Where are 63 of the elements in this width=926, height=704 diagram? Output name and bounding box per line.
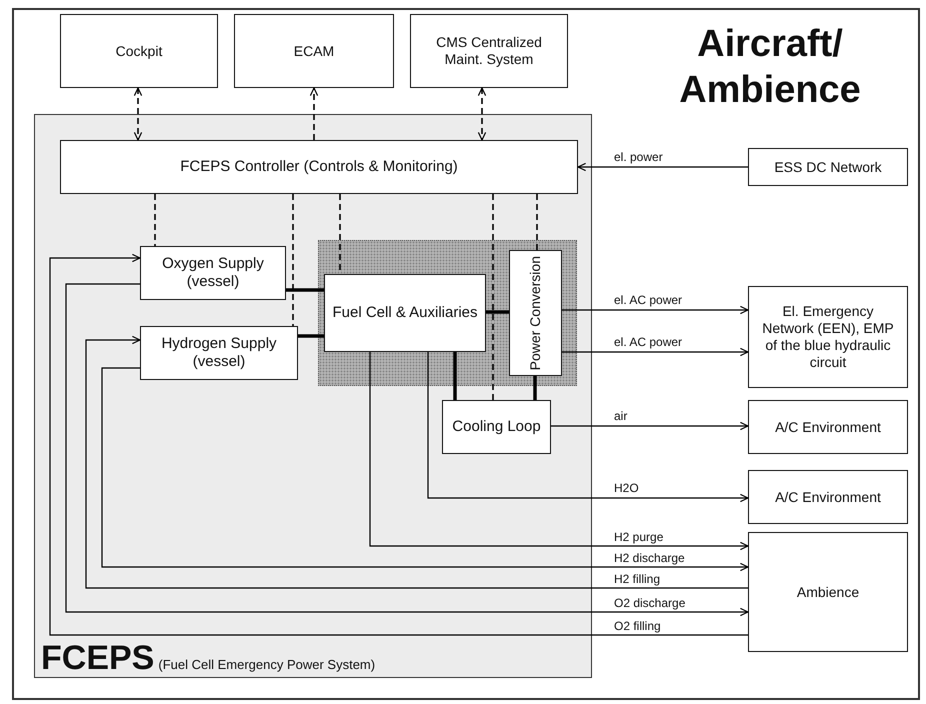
outer-frame — [12, 8, 920, 700]
box-label: CMS Centralized Maint. System — [435, 34, 543, 68]
edge-label: el. AC power — [612, 336, 684, 348]
arrow — [134, 87, 142, 141]
process-box — [410, 14, 568, 88]
box-label: Power Conversion — [527, 256, 544, 370]
box-label: Oxygen Supply (vessel) — [161, 255, 265, 291]
connector-line — [536, 194, 538, 250]
connector-line — [492, 194, 494, 400]
box-label: A/C Environment — [775, 488, 881, 506]
connector-line — [292, 194, 294, 326]
arrow — [369, 352, 749, 550]
arrow — [85, 336, 748, 589]
edge-label: H2O — [612, 482, 641, 494]
arrow — [478, 87, 486, 141]
connector-line — [453, 352, 457, 400]
box-label: Ambience — [796, 584, 860, 600]
system-title: FCEPS — [41, 641, 154, 675]
box-label: ECAM — [294, 42, 334, 60]
arrow — [551, 422, 749, 430]
edge-label: H2 filling — [612, 573, 662, 585]
arrow — [101, 367, 749, 572]
arrow — [427, 352, 749, 502]
process-box — [140, 246, 286, 300]
box-label: Hydrogen Supply (vessel) — [160, 335, 278, 371]
connector-line — [286, 288, 324, 292]
connector-line — [298, 334, 324, 338]
connector-line — [154, 194, 156, 246]
connector-line — [486, 310, 509, 314]
edge-label: O2 discharge — [612, 597, 688, 609]
box-label: Cockpit — [116, 42, 162, 60]
edge-label: el. power — [612, 151, 665, 163]
process-box — [748, 470, 908, 524]
process-box — [234, 14, 394, 88]
connector-line — [533, 376, 537, 400]
process-box — [748, 532, 908, 652]
process-box — [60, 140, 578, 194]
arrow — [310, 87, 318, 140]
process-box — [442, 400, 551, 454]
box-label: ESS DC Network — [774, 158, 882, 176]
diagram-heading: Aircraft/ Ambience — [678, 22, 862, 113]
edge-label: O2 filling — [612, 620, 663, 632]
arrow — [562, 348, 749, 356]
system-boundary — [34, 114, 592, 678]
process-box — [748, 286, 908, 388]
process-box — [748, 400, 908, 454]
arrow — [562, 306, 749, 314]
box-label: Cooling Loop — [452, 418, 541, 436]
process-box — [324, 274, 486, 352]
edge-label: air — [612, 410, 630, 422]
arrow — [577, 162, 748, 172]
system-subtitle: (Fuel Cell Emergency Power System) — [158, 658, 376, 671]
box-label: Fuel Cell & Auxiliaries — [332, 304, 478, 322]
box-label: A/C Environment — [775, 418, 881, 436]
box-label: FCEPS Controller (Controls & Monitoring) — [180, 158, 458, 176]
box-label: El. Emergency Network (EEN), EMP of the blue hydraulic circuit — [761, 303, 895, 371]
process-box — [509, 250, 562, 376]
process-box — [60, 14, 218, 88]
process-box — [140, 326, 298, 380]
edge-label: H2 purge — [612, 531, 666, 543]
process-box — [748, 148, 908, 186]
edge-label: H2 discharge — [612, 552, 687, 564]
edge-label: el. AC power — [612, 294, 684, 306]
